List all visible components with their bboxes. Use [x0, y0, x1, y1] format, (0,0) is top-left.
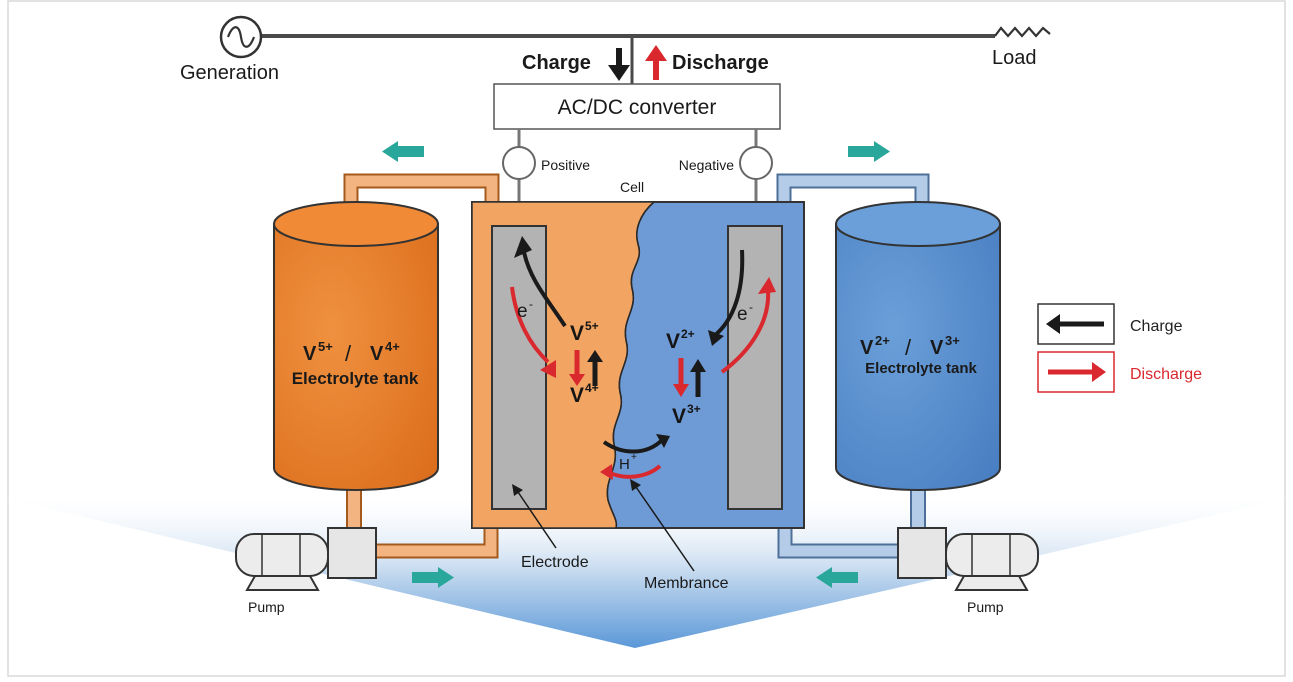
membrane-line: [606, 201, 655, 529]
right-ion-top-sup: 2+: [681, 327, 695, 341]
left-tank-v5: V: [303, 343, 317, 365]
right-ion-discharge-arrow: [673, 358, 689, 397]
right-tank-v3-sup: 3+: [945, 333, 960, 348]
right-electron-sup: -: [749, 300, 753, 314]
right-pump-label: Pump: [967, 599, 1004, 615]
electrode-label: Electrode: [521, 554, 589, 571]
membrance-pointer: [630, 479, 695, 572]
left-tank-sep: /: [345, 341, 352, 366]
right-tank-v2-sup: 2+: [875, 333, 890, 348]
left-tank-v4: V: [370, 343, 384, 365]
left-ion-discharge-arrow: [569, 350, 585, 386]
left-electrolyte-tank: [273, 201, 439, 491]
charge-down-arrow: [608, 48, 630, 81]
left-discharge-curved-arrow: [510, 286, 556, 378]
generation-label: Generation: [180, 62, 279, 84]
charge-label: Charge: [522, 52, 591, 74]
left-electron-label: e: [517, 301, 528, 322]
flow-arrow-bottom-right: [816, 567, 858, 588]
right-tank-label: Electrolyte tank: [865, 360, 977, 377]
left-pump-icon: [235, 527, 377, 591]
left-tank-v5-sup: 5+: [318, 339, 333, 354]
legend-charge-box: [1037, 303, 1115, 345]
discharge-label: Discharge: [672, 52, 769, 74]
right-electron-label: e: [737, 304, 748, 325]
right-electrolyte-tank: [835, 201, 1001, 491]
legend-discharge-label: Discharge: [1130, 366, 1202, 383]
left-charge-curved-arrow: [514, 236, 567, 328]
negative-electrode: [727, 225, 783, 510]
left-ion-top: V: [570, 322, 584, 345]
left-ion-charge-arrow: [587, 350, 603, 386]
right-tank-v3: V: [930, 337, 944, 359]
right-ion-bottom: V: [672, 405, 686, 428]
left-ion-bottom: V: [570, 384, 584, 407]
left-electron-sup: -: [529, 297, 533, 311]
resistor-icon: [994, 26, 1051, 38]
legend-discharge-box: [1037, 351, 1115, 393]
proton-discharge-arrow: [600, 464, 662, 480]
load-label: Load: [992, 47, 1037, 69]
flow-arrow-bottom-left: [412, 567, 454, 588]
right-discharge-curved-arrow: [720, 277, 776, 374]
proton-label: H: [619, 456, 630, 473]
flow-arrow-top-right: [848, 141, 890, 162]
left-tank-v4-sup: 4+: [385, 339, 400, 354]
membrance-label: Membrance: [644, 575, 729, 592]
generator-icon: [219, 15, 263, 59]
right-ion-bottom-sup: 3+: [687, 402, 701, 416]
negative-label: Negative: [679, 157, 734, 173]
legend-charge-label: Charge: [1130, 318, 1183, 335]
negative-terminal: [739, 146, 773, 180]
converter-label: AC/DC converter: [558, 96, 717, 119]
left-ion-top-sup: 5+: [585, 319, 599, 333]
positive-electrode: [491, 225, 547, 510]
discharge-up-arrow: [645, 45, 667, 80]
right-charge-curved-arrow: [708, 249, 745, 346]
right-ion-top: V: [666, 330, 680, 353]
flow-arrow-top-left: [382, 141, 424, 162]
left-pump-label: Pump: [248, 599, 285, 615]
electrode-pointer: [512, 484, 557, 549]
left-tank-label: Electrolyte tank: [292, 369, 419, 388]
right-ion-charge-arrow: [690, 359, 706, 397]
positive-label: Positive: [541, 157, 590, 173]
frame-border: [7, 0, 1286, 677]
proton-charge-arrow: [602, 434, 670, 454]
positive-terminal: [502, 146, 536, 180]
right-tank-sep: /: [905, 335, 912, 360]
cell-label: Cell: [620, 179, 644, 195]
proton-sup: +: [631, 452, 637, 463]
right-tank-v2: V: [860, 337, 874, 359]
right-pump-icon: [897, 527, 1039, 591]
ac-dc-converter: [493, 83, 781, 130]
